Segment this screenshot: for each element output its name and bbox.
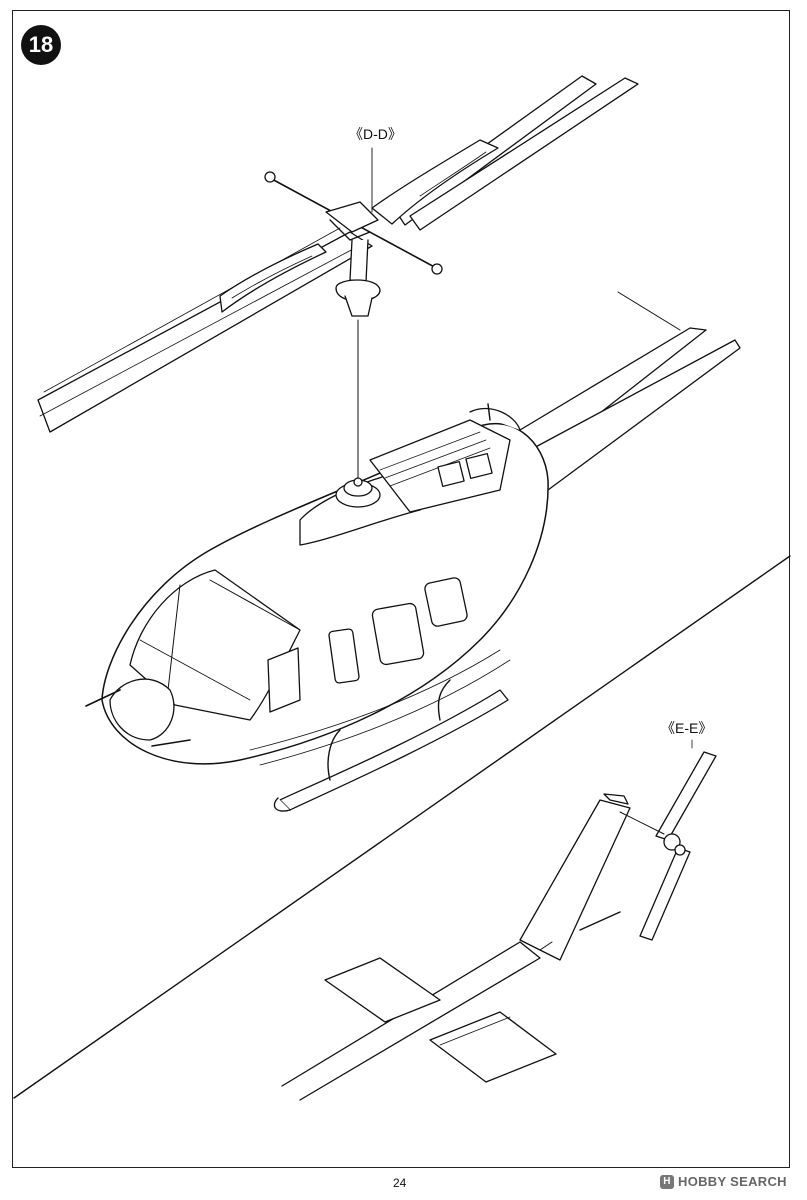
watermark: H HOBBY SEARCH (660, 1174, 787, 1189)
section-divider (13, 555, 791, 1099)
hobby-search-logo-icon: H (660, 1174, 674, 1189)
helicopter-fuselage (85, 403, 549, 766)
step-number-badge: 18 (21, 25, 61, 65)
page-number: 24 (393, 1176, 407, 1190)
instruction-frame (12, 10, 790, 1168)
callout-tail-rotor-label: 《E-E》 (660, 718, 714, 738)
landing-skids (273, 679, 509, 812)
tail-section (281, 793, 631, 1101)
callout-rotor-hub-label: 《D-D》 (348, 124, 403, 144)
tail-boom-upper (519, 291, 741, 491)
watermark-text: HOBBY SEARCH (678, 1174, 787, 1189)
tail-rotor (619, 739, 717, 941)
rotor-hub-assembly (264, 147, 443, 491)
main-rotor-blades (37, 75, 639, 433)
